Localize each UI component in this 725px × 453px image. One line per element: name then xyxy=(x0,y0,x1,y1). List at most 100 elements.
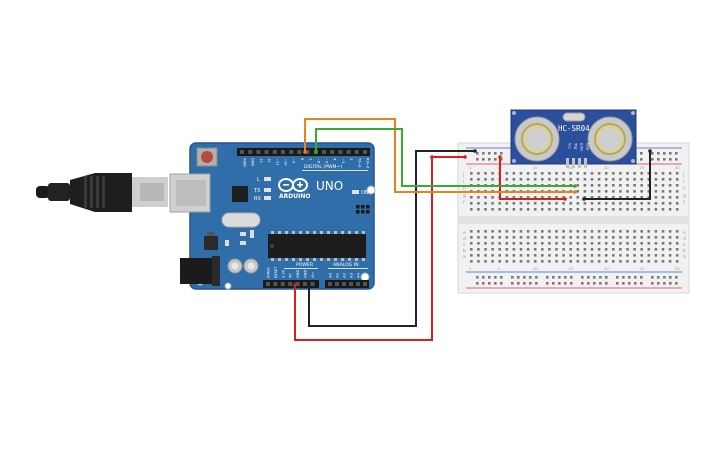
breadboard-hole[interactable] xyxy=(647,190,651,193)
rail-hole[interactable] xyxy=(675,158,678,161)
breadboard-hole[interactable] xyxy=(576,196,580,199)
wire-endpoint[interactable] xyxy=(293,283,297,287)
breadboard-hole[interactable] xyxy=(562,208,565,211)
digital-pin-hole[interactable] xyxy=(297,150,302,154)
rail-hole[interactable] xyxy=(488,152,491,155)
breadboard-hole[interactable] xyxy=(477,196,480,199)
breadboard-hole[interactable] xyxy=(562,242,565,245)
breadboard-hole[interactable] xyxy=(569,254,572,257)
sensor-pin[interactable] xyxy=(584,158,587,168)
breadboard-hole[interactable] xyxy=(661,242,665,245)
breadboard-hole[interactable] xyxy=(661,254,665,257)
breadboard-hole[interactable] xyxy=(661,196,665,199)
breadboard-hole[interactable] xyxy=(526,230,530,233)
breadboard-hole[interactable] xyxy=(533,208,537,211)
rail-hole[interactable] xyxy=(651,152,654,155)
breadboard-hole[interactable] xyxy=(583,202,587,205)
breadboard-hole[interactable] xyxy=(533,196,537,199)
breadboard-hole[interactable] xyxy=(626,260,629,263)
breadboard-hole[interactable] xyxy=(597,260,601,263)
breadboard-hole[interactable] xyxy=(498,254,501,257)
wire-endpoint[interactable] xyxy=(473,149,477,153)
power-pin-hole[interactable] xyxy=(310,282,315,286)
rail-hole[interactable] xyxy=(517,276,520,279)
breadboard-hole[interactable] xyxy=(640,230,643,233)
breadboard-hole[interactable] xyxy=(533,260,537,263)
rail-hole[interactable] xyxy=(663,276,666,279)
breadboard-hole[interactable] xyxy=(590,208,594,211)
digital-pin-hole[interactable] xyxy=(240,150,244,154)
breadboard-hole[interactable] xyxy=(604,236,608,239)
rail-hole[interactable] xyxy=(546,276,549,279)
breadboard-hole[interactable] xyxy=(668,254,672,257)
rail-hole[interactable] xyxy=(488,282,491,285)
power-pin-hole[interactable] xyxy=(295,282,300,286)
reset-button[interactable] xyxy=(196,147,218,167)
breadboard-hole[interactable] xyxy=(626,248,629,251)
breadboard-hole[interactable] xyxy=(590,190,594,193)
rail-hole[interactable] xyxy=(494,282,497,285)
breadboard-hole[interactable] xyxy=(619,184,622,187)
breadboard-hole[interactable] xyxy=(590,230,594,233)
breadboard-hole[interactable] xyxy=(675,172,679,175)
breadboard-hole[interactable] xyxy=(633,184,636,187)
breadboard-hole[interactable] xyxy=(633,242,636,245)
wire-endpoint[interactable] xyxy=(303,150,307,154)
rail-hole[interactable] xyxy=(616,276,619,279)
breadboard-hole[interactable] xyxy=(590,260,594,263)
wire-endpoint[interactable] xyxy=(314,150,318,154)
breadboard-hole[interactable] xyxy=(619,190,622,193)
breadboard-hole[interactable] xyxy=(647,184,651,187)
breadboard-hole[interactable] xyxy=(604,178,608,181)
breadboard-hole[interactable] xyxy=(583,254,587,257)
breadboard-hole[interactable] xyxy=(512,236,516,239)
breadboard-hole[interactable] xyxy=(477,260,480,263)
breadboard-hole[interactable] xyxy=(519,208,523,211)
breadboard-hole[interactable] xyxy=(519,196,523,199)
breadboard-hole[interactable] xyxy=(512,230,516,233)
breadboard-hole[interactable] xyxy=(491,172,494,175)
breadboard-hole[interactable] xyxy=(583,236,587,239)
breadboard-hole[interactable] xyxy=(541,196,544,199)
rail-hole[interactable] xyxy=(488,276,491,279)
breadboard-hole[interactable] xyxy=(583,260,587,263)
breadboard-hole[interactable] xyxy=(512,196,516,199)
breadboard-hole[interactable] xyxy=(604,242,608,245)
breadboard-hole[interactable] xyxy=(597,230,601,233)
breadboard-hole[interactable] xyxy=(597,242,601,245)
breadboard-hole[interactable] xyxy=(597,172,601,175)
breadboard-hole[interactable] xyxy=(612,254,615,257)
breadboard-hole[interactable] xyxy=(576,202,580,205)
breadboard-hole[interactable] xyxy=(541,230,544,233)
breadboard-hole[interactable] xyxy=(505,248,509,251)
breadboard-hole[interactable] xyxy=(498,248,501,251)
breadboard-hole[interactable] xyxy=(640,178,643,181)
breadboard-hole[interactable] xyxy=(569,202,572,205)
breadboard-hole[interactable] xyxy=(498,260,501,263)
breadboard-hole[interactable] xyxy=(526,172,530,175)
breadboard-hole[interactable] xyxy=(654,190,658,193)
breadboard-hole[interactable] xyxy=(668,202,672,205)
breadboard-hole[interactable] xyxy=(640,208,643,211)
breadboard-hole[interactable] xyxy=(612,208,615,211)
breadboard-hole[interactable] xyxy=(484,202,487,205)
breadboard-hole[interactable] xyxy=(505,254,509,257)
breadboard-hole[interactable] xyxy=(619,178,622,181)
rail-hole[interactable] xyxy=(535,276,538,279)
rail-hole[interactable] xyxy=(570,276,573,279)
breadboard-hole[interactable] xyxy=(647,248,651,251)
breadboard-hole[interactable] xyxy=(640,196,643,199)
breadboard-hole[interactable] xyxy=(590,196,594,199)
breadboard-hole[interactable] xyxy=(619,208,622,211)
breadboard-hole[interactable] xyxy=(640,248,643,251)
breadboard-hole[interactable] xyxy=(470,208,473,211)
breadboard-hole[interactable] xyxy=(491,248,494,251)
breadboard-hole[interactable] xyxy=(470,248,473,251)
breadboard-hole[interactable] xyxy=(604,260,608,263)
breadboard-hole[interactable] xyxy=(498,202,501,205)
breadboard-hole[interactable] xyxy=(555,178,558,181)
breadboard-hole[interactable] xyxy=(675,260,679,263)
breadboard-hole[interactable] xyxy=(604,172,608,175)
rail-hole[interactable] xyxy=(535,282,538,285)
